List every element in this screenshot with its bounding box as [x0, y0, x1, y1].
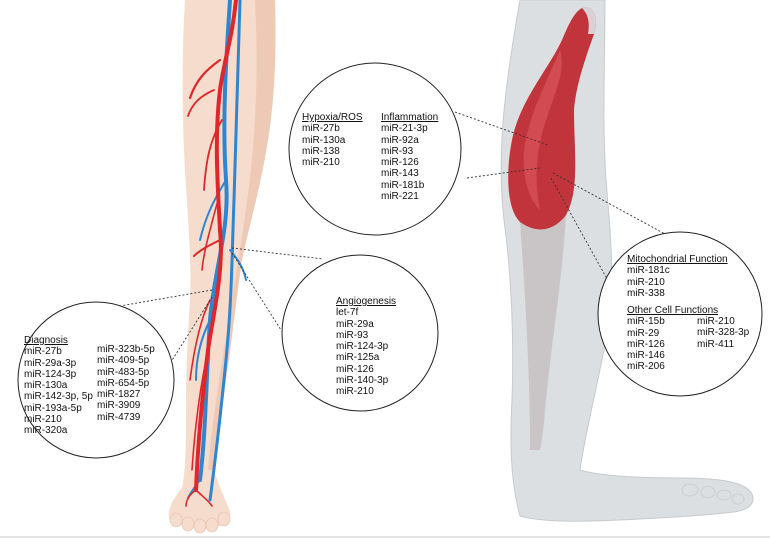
- achilles-tendon: [520, 215, 566, 450]
- left-foot-toes: [169, 511, 231, 534]
- other-item: miR-411: [697, 338, 735, 350]
- diagnosis-item: miR-124-3p: [24, 368, 77, 380]
- inflammation-item: miR-143: [381, 168, 419, 180]
- hypoxia-group: Hypoxia/ROS miR-27b miR-130a miR-138 miR…: [302, 112, 363, 168]
- diagnosis-item: miR-27b: [24, 346, 62, 358]
- angiogenesis-item: miR-29a: [336, 318, 374, 330]
- angiogenesis-item: miR-93: [336, 329, 369, 341]
- inflammation-item: miR-21-3p: [381, 123, 428, 135]
- mitochondrial-item: miR-338: [627, 287, 665, 299]
- diagnosis-item: miR-1827: [97, 389, 141, 401]
- angiogenesis-item: miR-126: [336, 363, 374, 375]
- other-item: miR-146: [627, 350, 665, 362]
- diagnosis-item: miR-3909: [97, 400, 141, 412]
- other-item: miR-29: [627, 327, 660, 339]
- other-group: Other Cell Functions miR-15b miR-29 miR-…: [627, 305, 718, 373]
- angiogenesis-item: let-7f: [336, 307, 359, 319]
- diagnosis-group: Diagnosis miR-27b miR-29a-3p miR-124-3p …: [24, 335, 93, 437]
- diagnosis-item: miR-654-5p: [97, 377, 150, 389]
- arteries: [185, 0, 238, 507]
- inflammation-heading: Inflammation: [381, 112, 439, 123]
- angiogenesis-item: miR-125a: [336, 352, 380, 364]
- other-item: miR-126: [627, 338, 665, 350]
- diagnosis-item: miR-29a-3p: [24, 357, 77, 369]
- inflammation-group: Inflammation miR-21-3p miR-92a miR-93 mi…: [381, 112, 438, 202]
- bubble-diagnosis: [17, 301, 175, 459]
- upper-tendon: [582, 7, 597, 35]
- connector-lines: [119, 111, 666, 374]
- angiogenesis-item: miR-210: [336, 386, 374, 398]
- diagnosis-group-col2: miR-323b-5p miR-409-5p miR-483-5p miR-65…: [97, 344, 155, 423]
- inflammation-item: miR-181b: [381, 179, 425, 191]
- calf-muscle-highlight: [523, 50, 562, 210]
- inflammation-item: miR-92a: [381, 134, 419, 146]
- bubble-right: [597, 231, 763, 397]
- diagnosis-item: miR-193a-5p: [24, 402, 82, 414]
- left-leg: [168, 0, 276, 534]
- diagnosis-item: miR-483-5p: [97, 366, 150, 378]
- mitochondrial-item: miR-181c: [627, 265, 670, 277]
- other-item: miR-206: [627, 361, 665, 373]
- other-item: miR-210: [697, 316, 735, 327]
- diagnosis-item: miR-130a: [24, 380, 68, 392]
- angiogenesis-item: miR-140-3p: [336, 375, 389, 387]
- other-item: miR-328-3p: [697, 327, 750, 339]
- hypoxia-item: miR-27b: [302, 123, 340, 135]
- hypoxia-item: miR-210: [302, 157, 340, 169]
- diagnosis-item: miR-142-3p, 5p: [24, 391, 93, 403]
- diagnosis-item: miR-4739: [97, 411, 141, 423]
- angiogenesis-group: Angiogenesis let-7f miR-29a miR-93 miR-1…: [336, 296, 396, 398]
- inflammation-item: miR-221: [381, 191, 419, 203]
- diagnosis-item: miR-320a: [24, 425, 68, 437]
- right-foot-toes: [681, 483, 745, 505]
- other-group-col2: miR-210 miR-328-3p miR-411: [697, 316, 749, 350]
- bubbles: [17, 62, 763, 459]
- inflammation-item: miR-126: [381, 157, 419, 169]
- inflammation-item: miR-93: [381, 145, 414, 157]
- mitochondrial-item: miR-210: [627, 276, 665, 288]
- other-heading: Other Cell Functions: [627, 305, 719, 316]
- hypoxia-item: miR-130a: [302, 134, 346, 146]
- hypoxia-heading: Hypoxia/ROS: [302, 112, 363, 123]
- angiogenesis-heading: Angiogenesis: [336, 296, 397, 307]
- diagnosis-item: miR-409-5p: [97, 355, 150, 367]
- diagnosis-heading: Diagnosis: [24, 335, 68, 346]
- left-leg-shade: [208, 0, 276, 470]
- bubble-top: [288, 62, 462, 236]
- diagnosis-item: miR-210: [24, 414, 62, 426]
- angiogenesis-item: miR-124-3p: [336, 341, 389, 353]
- other-item: miR-15b: [627, 316, 665, 328]
- mitochondrial-heading: Mitochondrial Function: [627, 254, 728, 265]
- mitochondrial-group: Mitochondrial Function miR-181c miR-210 …: [627, 254, 728, 299]
- hypoxia-item: miR-138: [302, 145, 340, 157]
- diagnosis-item: miR-323b-5p: [97, 344, 155, 355]
- bubble-angiogenesis: [281, 254, 439, 412]
- right-leg: [500, 0, 754, 522]
